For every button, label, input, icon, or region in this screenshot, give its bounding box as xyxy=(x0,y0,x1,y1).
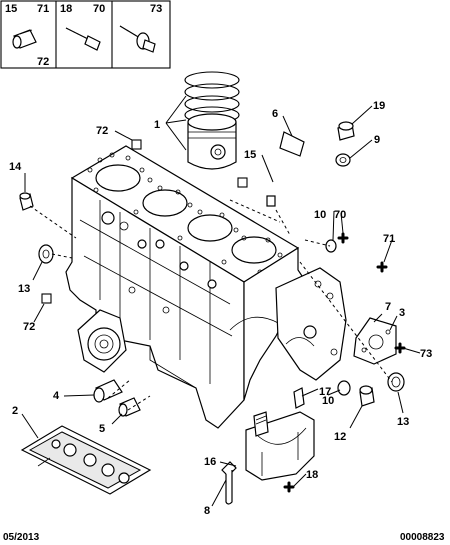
callout-6: 6 xyxy=(272,108,278,120)
callout-71: 71 xyxy=(383,233,395,245)
bushing-5 xyxy=(118,397,141,417)
ref-box-72-left xyxy=(41,293,52,304)
washer-10-lower xyxy=(337,380,351,396)
legend-panel: 15 71 72 18 70 73 xyxy=(0,0,171,69)
callout-10-lower: 10 xyxy=(322,395,334,407)
sleeve-icon xyxy=(12,29,37,49)
legend-label-73: 73 xyxy=(150,3,162,15)
dowel-14 xyxy=(19,192,34,211)
callout-16: 16 xyxy=(204,456,216,468)
callout-12: 12 xyxy=(334,431,346,443)
callout-14: 14 xyxy=(9,161,22,173)
callout-1: 1 xyxy=(154,119,160,131)
callout-15: 15 xyxy=(244,149,256,161)
leader-lines xyxy=(21,95,421,507)
cross-marker-73 xyxy=(394,342,406,354)
engine-block xyxy=(65,145,347,429)
cross-marker-18 xyxy=(283,481,295,493)
piston xyxy=(187,113,237,170)
callout-18: 18 xyxy=(306,469,318,481)
bolt-icon xyxy=(65,27,101,51)
callout-17: 17 xyxy=(319,386,331,398)
callout-4: 4 xyxy=(53,390,60,402)
bushing-4 xyxy=(93,379,123,403)
callout-19: 19 xyxy=(373,100,385,112)
bearing-shell-17 xyxy=(293,387,305,409)
callout-72-left: 72 xyxy=(23,321,35,333)
oil-jet-pipe xyxy=(266,131,305,207)
callout-2: 2 xyxy=(12,405,18,417)
callout-3: 3 xyxy=(399,307,405,319)
plug-19 xyxy=(337,121,355,141)
oil-filter-mount xyxy=(77,309,127,373)
callout-5: 5 xyxy=(99,423,105,435)
callout-72-top: 72 xyxy=(96,125,108,137)
washer-9 xyxy=(335,153,351,167)
callout-7: 7 xyxy=(385,301,391,313)
legend-label-18: 18 xyxy=(60,3,72,15)
seal-13-left xyxy=(38,244,54,264)
callout-8: 8 xyxy=(204,505,210,517)
plug-12 xyxy=(359,385,375,407)
callout-13-right: 13 xyxy=(397,416,409,428)
ref-box-72-top xyxy=(131,139,142,150)
washer-10-upper xyxy=(325,239,337,253)
callout-labels: 1 2 3 4 5 6 7 8 9 10 10 12 13 13 14 15 1… xyxy=(9,100,432,517)
cross-marker-70 xyxy=(337,232,349,244)
seal-13-right xyxy=(387,372,405,392)
footer-reference: 00008823 xyxy=(400,532,445,543)
rear-cover-plate xyxy=(353,317,397,365)
cross-marker-71 xyxy=(376,261,388,273)
bolt-washer-icon xyxy=(119,25,156,53)
callout-13-left: 13 xyxy=(18,283,30,295)
footer-date: 05/2013 xyxy=(3,532,40,543)
legend-label-15: 15 xyxy=(5,3,17,15)
callout-10-upper: 10 xyxy=(314,209,326,221)
deck-bolt-holes xyxy=(87,152,283,275)
reference-markers xyxy=(41,139,406,493)
gasket-set xyxy=(20,425,152,495)
callout-9: 9 xyxy=(374,134,380,146)
dipstick-tube-8 xyxy=(221,461,237,505)
legend-label-72: 72 xyxy=(37,56,49,68)
callout-70: 70 xyxy=(334,209,346,221)
bolt-16 xyxy=(253,411,269,437)
legend-label-70: 70 xyxy=(93,3,105,15)
legend-label-71: 71 xyxy=(37,3,49,15)
callout-73: 73 xyxy=(420,348,432,360)
ref-box-15 xyxy=(237,177,248,188)
